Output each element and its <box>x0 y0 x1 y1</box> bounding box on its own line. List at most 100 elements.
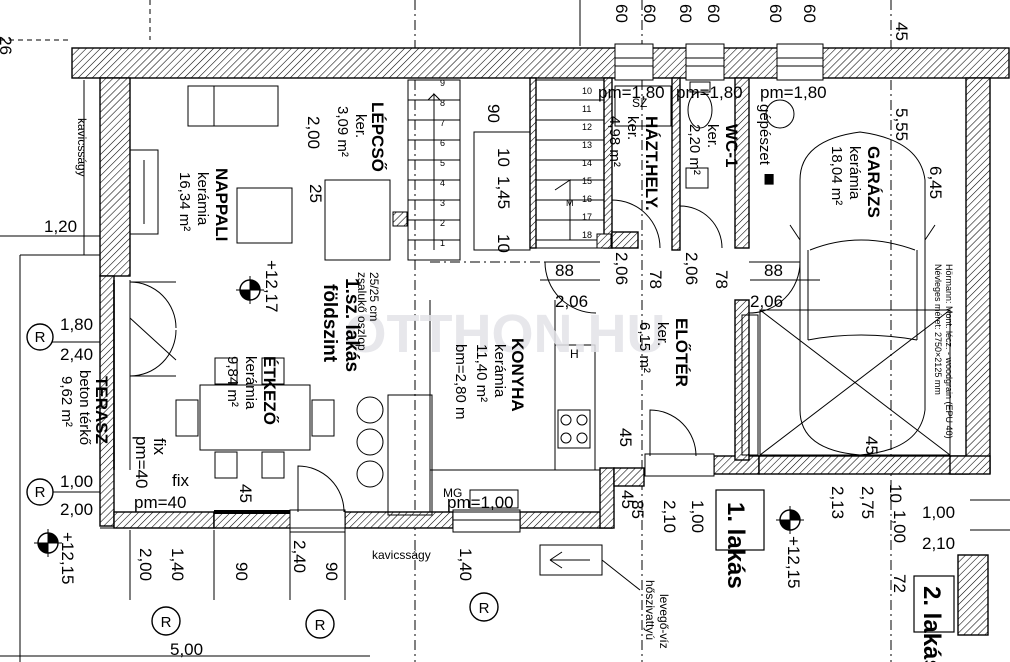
column-note: 25/25 cm zsalukő oszlop <box>355 272 381 351</box>
floor-name-text: földszint <box>319 284 340 363</box>
gravel-bottom: kavicsságy <box>372 548 431 562</box>
column-type: zsalukő oszlop <box>355 272 369 351</box>
room-material: ker. <box>654 322 671 346</box>
stair-step-number: 4 <box>440 178 445 188</box>
stair-step-number: 15 <box>582 176 592 186</box>
window-height-5: pm=40 <box>134 493 186 512</box>
level-entry: +12,15 <box>784 536 803 588</box>
level-main-text: +12,17 <box>262 260 281 312</box>
bathroom-fixtures <box>614 81 795 189</box>
dim-100d: 1,00 <box>922 503 955 522</box>
stair-step-number: 11 <box>582 104 591 114</box>
dim-90: 90 <box>484 104 503 123</box>
dim-78b: 78 <box>712 270 731 289</box>
terrace <box>19 80 420 662</box>
dim-top-60: 60 <box>612 4 631 23</box>
room-name: KONYHA <box>508 338 527 412</box>
dim-180: 1,80 <box>60 315 93 334</box>
stair-step-number: 10 <box>582 86 592 96</box>
level-marker-entry <box>776 506 804 534</box>
dim-top-60: 60 <box>640 4 659 23</box>
floor-title: 1.sz. lakás földszint <box>319 278 362 372</box>
dim-10: 10 <box>494 148 513 167</box>
dim-555: 5,55 <box>892 108 911 141</box>
room-name: ÉTKEZŐ <box>260 356 279 425</box>
dim-645: 6,45 <box>926 166 945 199</box>
dim-145: 1,45 <box>494 176 513 209</box>
dim-72: 72 <box>890 574 909 593</box>
dim-210: 2,10 <box>660 500 679 533</box>
room-name: WC-1 <box>722 124 741 167</box>
level-main: +12,17 <box>262 260 281 312</box>
stair-step-number: 16 <box>582 194 592 204</box>
dim-top-60: 60 <box>676 4 695 23</box>
dim-206b: 2,06 <box>612 252 631 285</box>
dim-206d: 2,06 <box>750 292 783 311</box>
heat-pump-note: levegő-víz hőszivattyú <box>643 580 671 649</box>
window-fix-2: fix <box>150 438 169 456</box>
window-fix-1: fix <box>172 471 190 490</box>
room-area: 16,34 m² <box>176 172 193 231</box>
dim-85: 85 <box>628 500 647 519</box>
h-label: H <box>570 347 579 361</box>
r-label: R <box>315 617 326 634</box>
dim-45c: 45 <box>616 428 635 447</box>
level-entry-text: +12,15 <box>784 536 803 588</box>
room-name: NAPPALI <box>212 168 231 241</box>
stair-step-number: 9 <box>440 78 445 88</box>
windows-bottom <box>214 453 715 533</box>
dim-500: 5,00 <box>170 640 203 659</box>
dim-45d: 45 <box>618 490 637 509</box>
dining-table <box>175 357 335 479</box>
room-area: 3,09 m² <box>334 106 351 157</box>
dim-210b: 2,10 <box>922 534 955 553</box>
r-label: R <box>479 600 490 617</box>
floor-title-text: 1.sz. lakás <box>341 278 362 372</box>
window-fix-2-text: fix <box>150 438 169 456</box>
stair-step-number: 6 <box>440 138 445 148</box>
dim-275: 2,75 <box>858 486 877 519</box>
dim-200c: 2,00 <box>136 548 155 581</box>
r-marker <box>26 478 54 506</box>
level-terrace-text: +12,15 <box>58 532 77 584</box>
room-etkezo: ÉTKEZŐ kerámia 9,84 m² <box>224 356 279 425</box>
dim-25: 25 <box>306 184 325 203</box>
gepeszet-text: gépészet <box>756 104 773 166</box>
room-konyha: KONYHA kerámia 11,40 m² bm=2,80 m <box>452 338 527 419</box>
dim-200b: 2,00 <box>304 116 323 149</box>
r-marker <box>469 592 499 622</box>
room-terasz: TERASZ beton térkő 9,62 m² <box>58 370 111 445</box>
level-marker-main <box>236 276 264 304</box>
room-area: 9,62 m² <box>58 376 75 427</box>
dim-206a: 2,06 <box>555 292 588 311</box>
room-nappali: NAPPALI kerámia 16,34 m² <box>176 168 231 241</box>
room-wc: WC-1 ker. 2,20 m² <box>686 124 741 175</box>
room-area: 2,20 m² <box>686 124 703 175</box>
stair-step-number: 7 <box>440 118 445 128</box>
room-name: HÁZT.HELY. <box>642 116 661 211</box>
dim-45b: 45 <box>236 484 255 503</box>
stair-step-number: 17 <box>582 212 592 222</box>
dim-78a: 78 <box>646 270 665 289</box>
dim-26: 26 <box>0 36 15 55</box>
stair-step-number: 18 <box>582 230 592 240</box>
heat-pump-line2: hőszivattyú <box>643 580 657 640</box>
watermark: OTTHON.HU <box>345 304 666 364</box>
dim-90c: 90 <box>322 562 341 581</box>
gepeszet-mark: ▀ <box>756 174 774 185</box>
m-label: M <box>566 198 574 208</box>
r-label: R <box>161 614 172 631</box>
unit-label-2: 2. lakás <box>918 586 945 662</box>
room-lepcso: LÉPCSŐ ker. 3,09 m² <box>334 102 387 172</box>
r-marker <box>305 609 335 639</box>
room-name: GARÁZS <box>864 146 883 218</box>
r-markers <box>26 323 499 639</box>
stair-step-number: 3 <box>440 198 445 208</box>
dim-213: 2,13 <box>828 486 847 519</box>
room-area: 9,84 m² <box>224 356 241 407</box>
unit-label-1-text: 1. lakás <box>722 502 749 589</box>
dim-10b: 10 <box>494 234 513 253</box>
dim-45e: 45 <box>862 436 881 455</box>
